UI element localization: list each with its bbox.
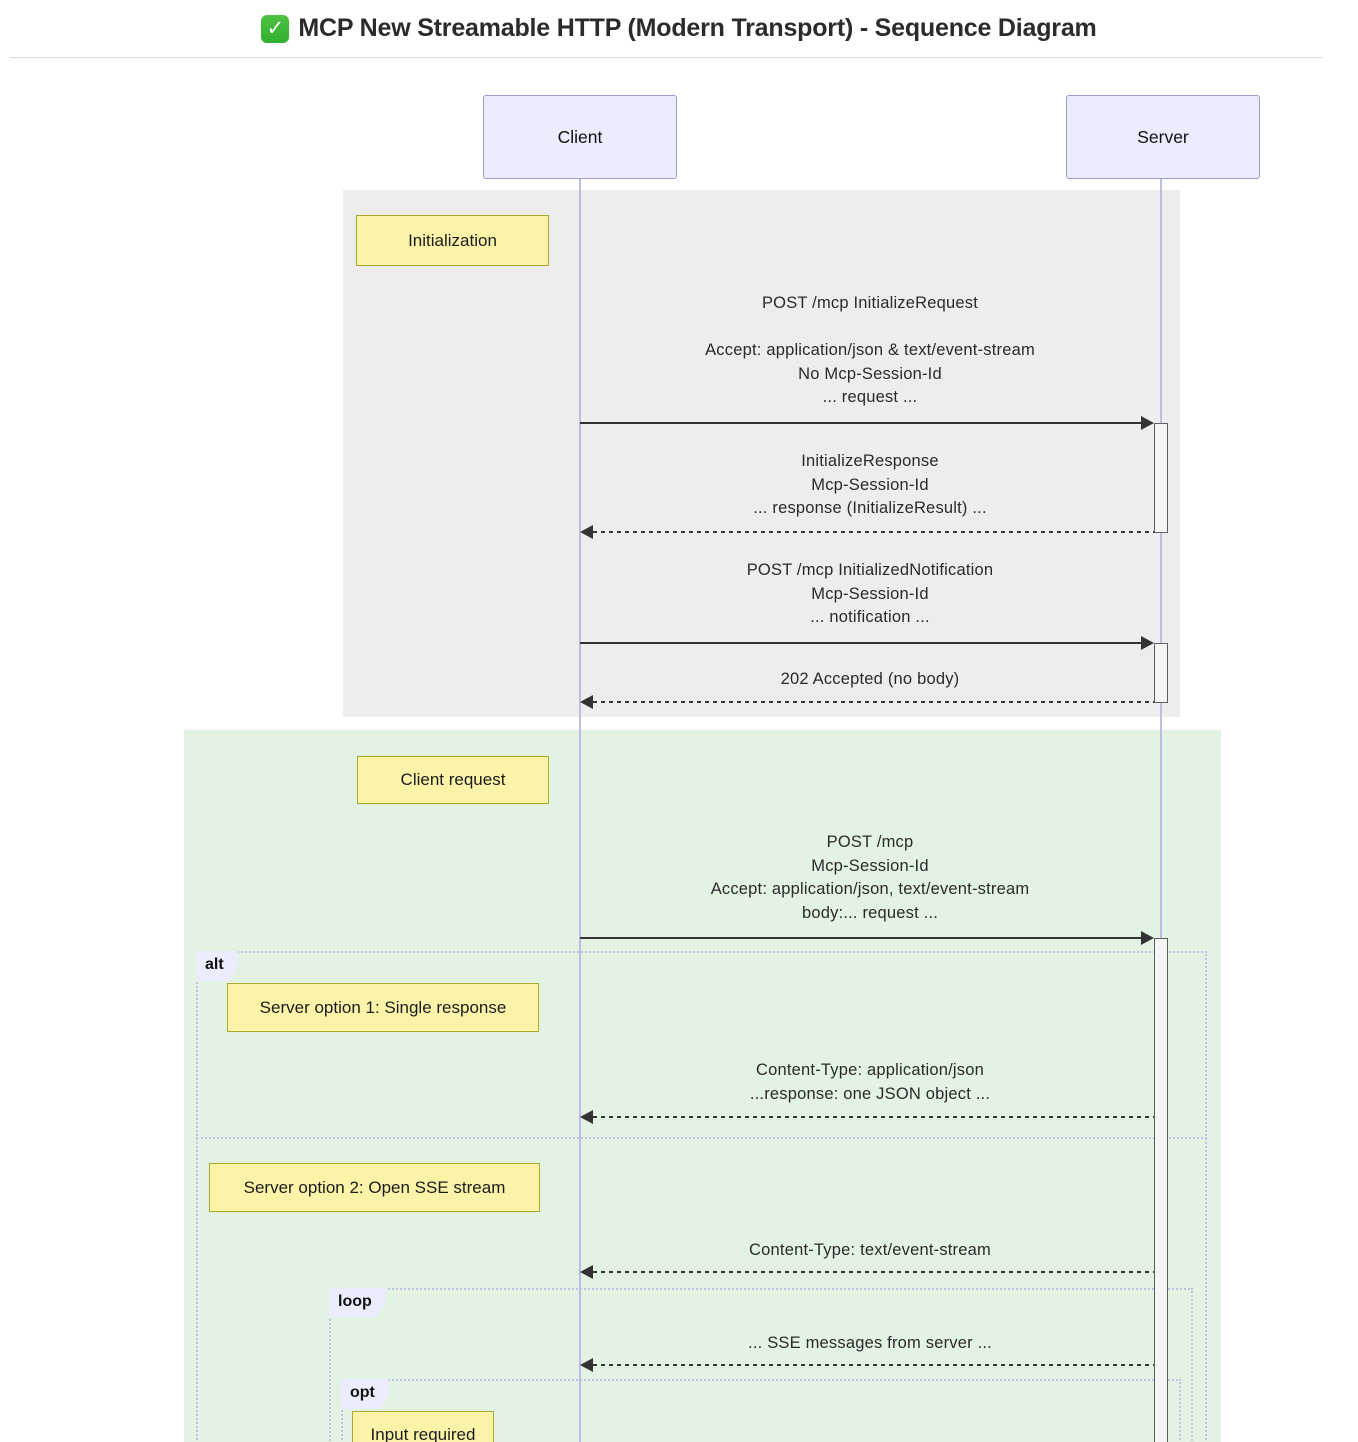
note-client-request: Client request [357, 756, 549, 804]
arrowhead-right-icon [1141, 931, 1154, 945]
check-mark-emoji: ✓ [261, 14, 290, 43]
actor-server: Server [1066, 95, 1260, 179]
alt-frame [196, 951, 1207, 1442]
opt-frame-label: opt [341, 1379, 389, 1409]
arrowhead-left-icon [580, 1110, 593, 1124]
server-activation-bar [1154, 643, 1168, 703]
arrow-client-post [580, 937, 1141, 939]
message-202-accepted: 202 Accepted (no body) [780, 670, 960, 688]
arrowhead-left-icon [580, 1265, 593, 1279]
arrow-sse-open [593, 1271, 1154, 1273]
arrowhead-right-icon [1141, 416, 1154, 430]
arrow-initialize-response [593, 531, 1154, 533]
loop-frame-label: loop [329, 1288, 386, 1317]
page-title: MCP New Streamable HTTP (Modern Transpor… [298, 14, 1097, 42]
arrowhead-left-icon [580, 695, 593, 709]
opt-frame [341, 1379, 1181, 1442]
note-input-required: Input required [352, 1411, 494, 1442]
message-sse-messages: ... SSE messages from server ... [748, 1334, 992, 1352]
server-activation-bar [1154, 423, 1168, 533]
arrowhead-left-icon [580, 525, 593, 539]
arrow-initialize-request [580, 422, 1141, 424]
arrowhead-left-icon [580, 1358, 593, 1372]
note-initialization: Initialization [356, 215, 549, 266]
arrow-initialized-notification [580, 642, 1141, 644]
server-lifeline [1160, 177, 1162, 1442]
client-lifeline [579, 177, 581, 1442]
note-server-option-2: Server option 2: Open SSE stream [209, 1163, 540, 1212]
initialization-section-background [343, 190, 1180, 717]
arrowhead-right-icon [1141, 636, 1154, 650]
note-server-option-1: Server option 1: Single response [227, 983, 539, 1032]
title-divider-line [10, 57, 1322, 58]
server-activation-bar [1154, 938, 1168, 1442]
alt-frame-divider [196, 1137, 1207, 1139]
arrow-202-accepted [593, 701, 1154, 703]
message-initialize-request: POST /mcp InitializeRequest Accept: appl… [705, 294, 1035, 406]
actor-client: Client [483, 95, 677, 179]
arrow-single-response [593, 1116, 1154, 1118]
arrow-sse-messages [593, 1364, 1154, 1366]
diagram-title-bar: ✓ MCP New Streamable HTTP (Modern Transp… [0, 0, 1358, 57]
message-single-response: Content-Type: application/json ...respon… [749, 1061, 991, 1103]
message-client-post: POST /mcp Mcp-Session-Id Accept: applica… [710, 833, 1030, 922]
message-initialized-notification: POST /mcp InitializedNotification Mcp-Se… [746, 561, 994, 626]
message-sse-open: Content-Type: text/event-stream [749, 1241, 991, 1259]
message-initialize-response: InitializeResponse Mcp-Session-Id ... re… [753, 452, 987, 517]
loop-frame [329, 1288, 1193, 1442]
alt-frame-label: alt [196, 951, 238, 981]
client-request-section-background [184, 730, 1221, 1442]
